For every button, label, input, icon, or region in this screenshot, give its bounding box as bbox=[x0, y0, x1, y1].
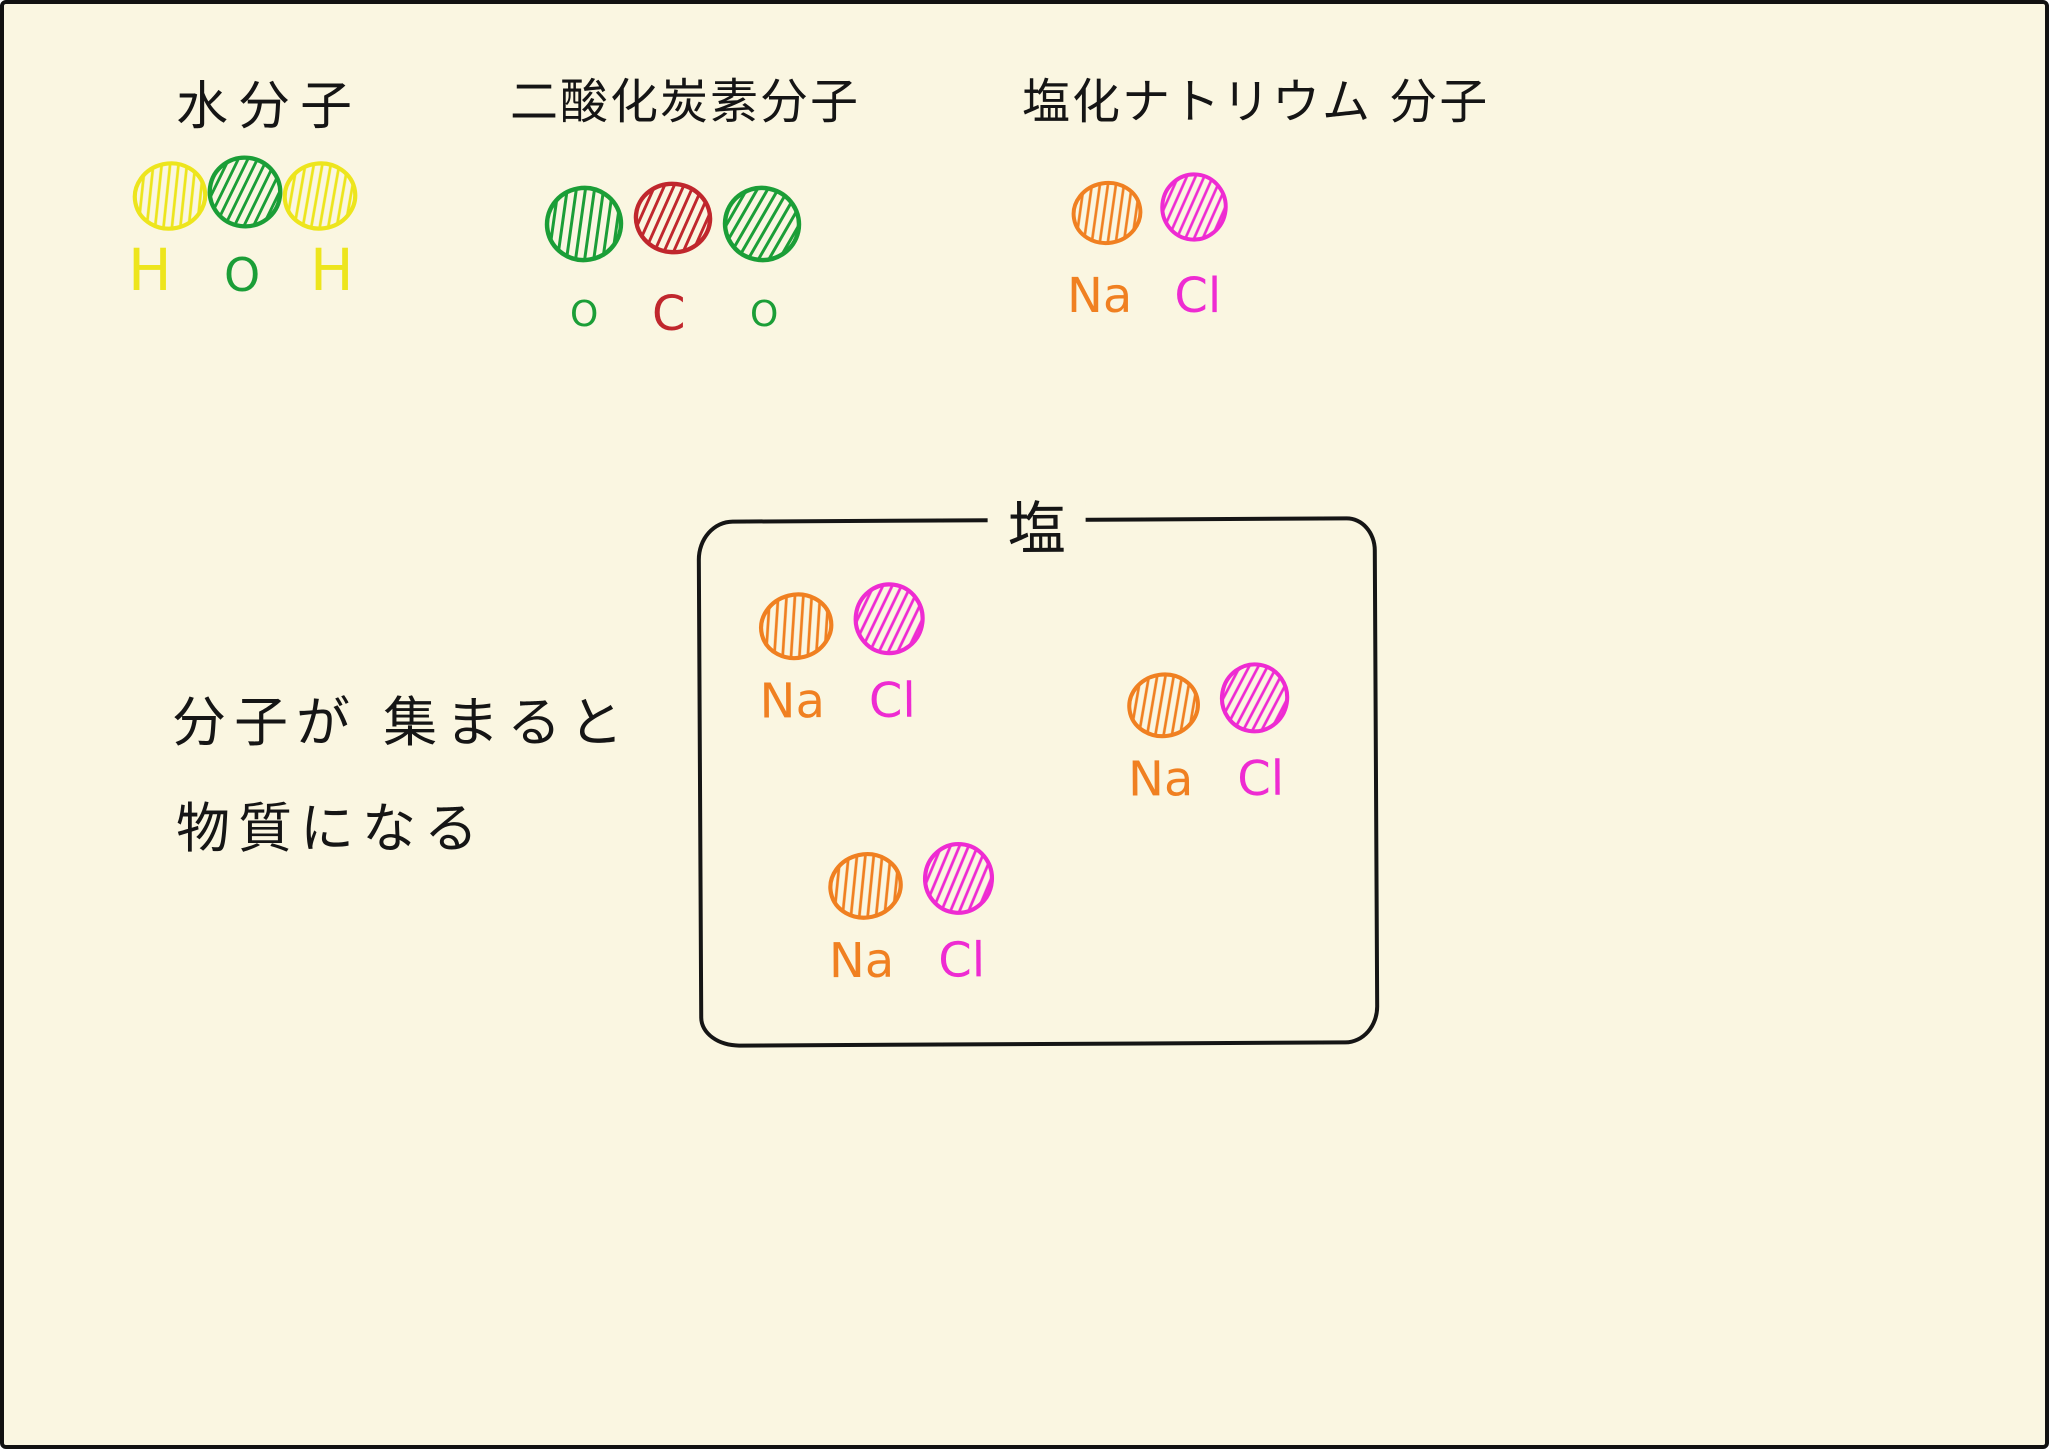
chlorine-label: Cl bbox=[938, 932, 986, 989]
co2-atoms bbox=[542, 181, 804, 266]
oxygen-atom-icon bbox=[544, 185, 624, 263]
sodium-atom-icon bbox=[1127, 672, 1200, 739]
note-line-1: 分子が 集まると bbox=[172, 691, 632, 754]
chlorine-atom-icon bbox=[1219, 662, 1290, 734]
chlorine-atom-icon bbox=[922, 841, 995, 915]
sodium-atom-icon bbox=[759, 592, 834, 661]
hydrogen-label: H bbox=[128, 236, 172, 304]
oxygen-label: O bbox=[224, 248, 261, 302]
nacl-pair: Na Cl bbox=[757, 582, 929, 730]
oxygen-atom-icon bbox=[207, 155, 283, 229]
co2-molecule-title: 二酸化炭素分子 bbox=[510, 74, 861, 130]
nacl-pair-atoms bbox=[1125, 662, 1292, 744]
oxygen-atom-icon bbox=[722, 185, 802, 263]
nacl-pair-labels: Na Cl bbox=[827, 932, 998, 989]
nacl-pair-atoms bbox=[826, 841, 997, 925]
sodium-label: Na bbox=[1067, 268, 1133, 324]
chlorine-label: Cl bbox=[1174, 268, 1222, 324]
nacl-pair-labels: Na Cl bbox=[1126, 751, 1293, 808]
chlorine-atom-icon bbox=[1160, 172, 1228, 242]
salt-box-label: 塩 bbox=[987, 481, 1086, 567]
note-line-2: 物質になる bbox=[176, 797, 486, 860]
nacl-labels: Na Cl bbox=[1067, 268, 1221, 324]
nacl-atoms bbox=[1070, 172, 1231, 250]
hydrogen-atom-icon bbox=[132, 161, 208, 231]
nacl-pair: Na Cl bbox=[1125, 662, 1293, 808]
sodium-label: Na bbox=[759, 673, 826, 730]
chlorine-atom-icon bbox=[853, 582, 925, 656]
nacl-molecule-title: 塩化ナトリウム 分子 bbox=[1022, 74, 1490, 130]
chlorine-label: Cl bbox=[868, 672, 916, 729]
nacl-pair-atoms bbox=[757, 582, 928, 666]
nacl-pair: Na Cl bbox=[826, 841, 998, 989]
sodium-atom-icon bbox=[828, 852, 903, 920]
oxygen-label: O bbox=[750, 294, 779, 335]
carbon-label: C bbox=[652, 286, 686, 342]
water-molecule-title: 水分子 bbox=[176, 77, 363, 137]
hydrogen-label: H bbox=[310, 236, 354, 304]
sodium-label: Na bbox=[828, 932, 895, 990]
oxygen-label: O bbox=[570, 294, 599, 335]
carbon-atom-icon bbox=[633, 181, 713, 255]
hydrogen-atom-icon bbox=[282, 161, 358, 231]
nacl-pair-labels: Na Cl bbox=[757, 673, 928, 730]
sodium-atom-icon bbox=[1071, 180, 1143, 246]
water-atoms bbox=[131, 155, 358, 236]
chlorine-label: Cl bbox=[1237, 750, 1285, 807]
sodium-label: Na bbox=[1127, 751, 1194, 808]
salt-box: 塩 Na Cl bbox=[696, 481, 1380, 1048]
